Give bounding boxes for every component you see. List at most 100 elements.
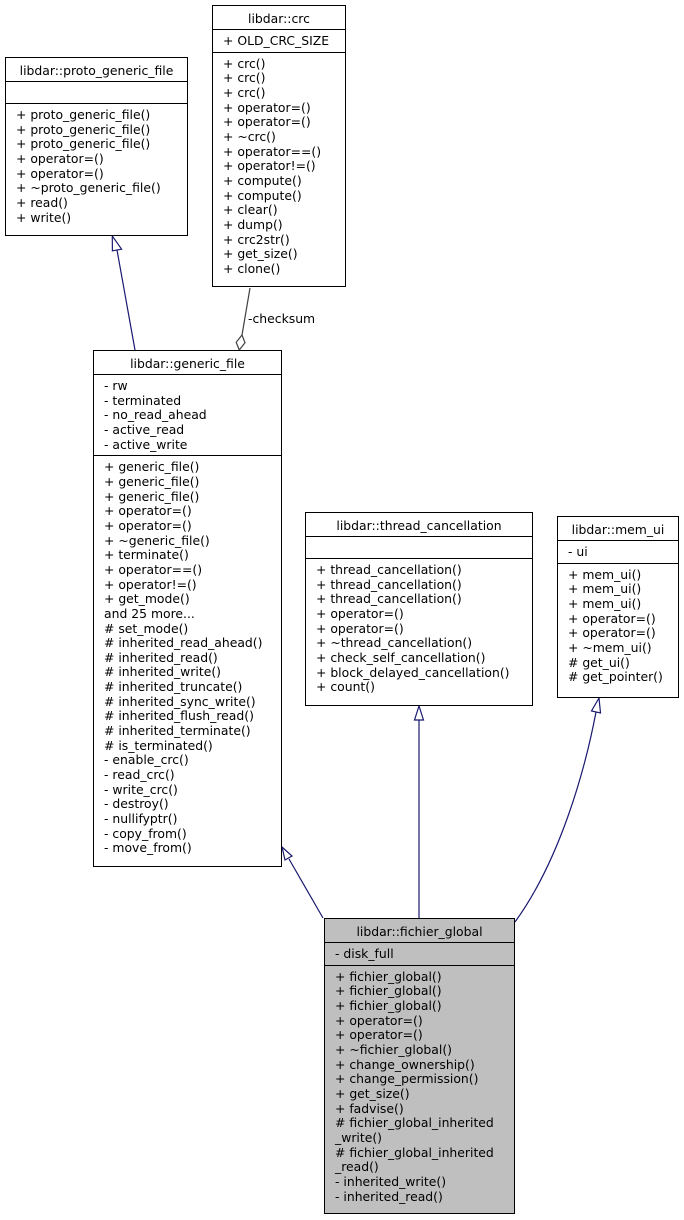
member-line: # get_pointer() (568, 669, 663, 685)
checksum-label: -checksum (248, 311, 316, 326)
class-crc[interactable]: libdar::crc + OLD_CRC_SIZE + crc()+ crc(… (212, 5, 346, 287)
class-title: libdar::mem_ui (571, 522, 665, 537)
class-title: libdar::proto_generic_file (19, 63, 174, 78)
inheritance-arrow-generic-file (280, 845, 294, 861)
member-line: + change_permission() (335, 1071, 479, 1087)
member-line: - copy_from() (104, 825, 187, 841)
member-line: + operator=() (335, 1027, 423, 1043)
member-line: + get_mode() (104, 591, 190, 607)
member-line: + operator=() (568, 625, 656, 641)
member-line: + ~mem_ui() (568, 639, 652, 655)
edge-generic-file-to-proto (116, 249, 136, 351)
member-line: - move_from() (104, 840, 192, 856)
inheritance-arrow-proto (111, 234, 123, 252)
member-line: + generic_file() (104, 473, 200, 489)
member-line: + mem_ui() (568, 581, 642, 597)
class-title: libdar::generic_file (130, 356, 245, 371)
class-title: libdar::thread_cancellation (336, 518, 502, 533)
member-line: + ~crc() (223, 128, 276, 144)
member-line: - rw (104, 378, 128, 393)
methods-section: + mem_ui()+ mem_ui()+ mem_ui()+ operator… (558, 562, 678, 688)
member-line: - nullifyptr() (104, 811, 178, 827)
member-line: + ~proto_generic_file() (16, 180, 161, 196)
member-line: + check_self_cancellation() (316, 649, 486, 665)
member-line: # inherited_truncate() (104, 679, 243, 695)
attributes-section: - rw- terminated- no_read_ahead- active_… (94, 374, 281, 455)
member-line: - inherited_write() (335, 1173, 447, 1189)
class-mem-ui[interactable]: libdar::mem_ui - ui + mem_ui()+ mem_ui()… (557, 516, 679, 698)
member-line: + clear() (223, 202, 278, 218)
member-line: # inherited_read_ahead() (104, 635, 263, 651)
member-line: + get_size() (335, 1085, 410, 1101)
member-line: # inherited_write() (104, 664, 221, 680)
member-line: + crc2str() (223, 231, 290, 247)
member-line: + proto_generic_file() (16, 107, 151, 122)
member-line: + mem_ui() (568, 566, 642, 582)
member-line: + terminate() (104, 547, 189, 563)
member-line: + read() (16, 194, 68, 210)
methods-section: + fichier_global()+ fichier_global()+ fi… (325, 964, 514, 1208)
edge-fichier-to-mem-ui (514, 711, 597, 923)
edge-fichier-to-generic-file (288, 858, 324, 919)
member-line: # inherited_sync_write() (104, 693, 256, 709)
inheritance-arrow-mem-ui (590, 696, 602, 714)
member-line: - terminated (104, 392, 182, 408)
member-line: + crc() (223, 70, 266, 86)
class-proto-generic-file[interactable]: libdar::proto_generic_file + proto_gener… (5, 57, 188, 236)
member-line: # inherited_terminate() (104, 723, 251, 739)
member-line: _read() (335, 1159, 379, 1175)
member-line: + compute() (223, 187, 302, 203)
methods-section: + generic_file()+ generic_file()+ generi… (94, 455, 281, 859)
methods-section: + crc()+ crc()+ crc()+ operator=()+ oper… (213, 51, 345, 280)
member-line: + operator=() (16, 150, 104, 166)
member-line: + ~thread_cancellation() (316, 635, 473, 651)
member-line: # set_mode() (104, 620, 189, 636)
member-line: + operator=() (223, 99, 311, 115)
member-line: + OLD_CRC_SIZE (223, 33, 330, 48)
member-line: + operator=() (316, 620, 404, 636)
attributes-section (6, 81, 187, 103)
member-line: # fichier_global_inherited (335, 1115, 494, 1131)
attributes-section: - disk_full (325, 942, 514, 965)
member-line: - active_write (104, 436, 188, 452)
member-line: # inherited_read() (104, 649, 218, 665)
member-line: + compute() (223, 172, 302, 188)
member-line: + generic_file() (104, 488, 200, 504)
member-line: + ~generic_file() (104, 532, 210, 548)
member-line: + fichier_global() (335, 968, 442, 984)
member-line: + proto_generic_file() (16, 136, 151, 152)
member-line: + fichier_global() (335, 997, 442, 1013)
member-line: + thread_cancellation() (316, 562, 462, 577)
member-line: + generic_file() (104, 459, 200, 475)
member-line: + operator=() (223, 114, 311, 130)
member-line: + proto_generic_file() (16, 121, 151, 137)
member-line: + write() (16, 209, 72, 225)
member-line: + operator==() (223, 143, 322, 159)
class-fichier-global[interactable]: libdar::fichier_global - disk_full + fic… (324, 918, 515, 1214)
member-line: + operator=() (316, 605, 404, 621)
attributes-section: - ui (558, 540, 678, 563)
member-line: + dump() (223, 216, 283, 232)
composition-diamond-checksum (235, 333, 246, 352)
attributes-section: + OLD_CRC_SIZE (213, 29, 345, 52)
member-line: + fichier_global() (335, 983, 442, 999)
class-thread-cancellation[interactable]: libdar::thread_cancellation + thread_can… (305, 512, 533, 706)
member-line: + crc() (223, 84, 266, 100)
member-line: - inherited_read() (335, 1188, 443, 1204)
member-line: + fadvise() (335, 1100, 404, 1116)
member-line: + operator=() (104, 503, 192, 519)
inheritance-arrow-thread-cancellation (413, 704, 425, 721)
member-line: + block_delayed_cancellation() (316, 664, 510, 680)
member-line: and 25 more... (104, 605, 195, 621)
member-line: + ~fichier_global() (335, 1041, 452, 1057)
member-line: - active_read (104, 421, 185, 437)
member-line: # get_ui() (568, 654, 630, 670)
member-line: + operator=() (16, 165, 104, 181)
member-line: - disk_full (335, 946, 394, 961)
member-line: # inherited_flush_read() (104, 708, 254, 724)
class-generic-file[interactable]: libdar::generic_file - rw- terminated- n… (93, 350, 282, 867)
member-line: + thread_cancellation() (316, 576, 462, 592)
member-line: + operator=() (104, 517, 192, 533)
member-line: # is_terminated() (104, 737, 213, 753)
